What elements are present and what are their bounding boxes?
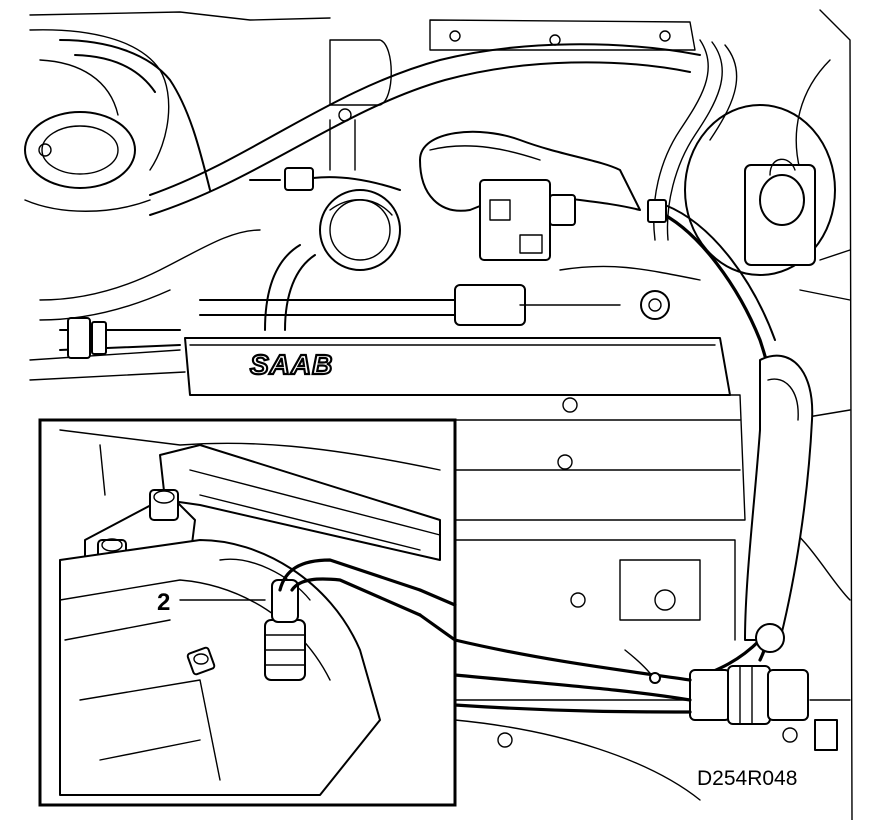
engine-bay-background [24, 9, 853, 820]
callout-2: 2 [157, 589, 170, 616]
hose [284, 254, 316, 331]
inset-detail-panel: 2 [38, 418, 457, 807]
hose [264, 244, 301, 331]
oil-filler-cap [319, 189, 401, 271]
saab-logo-text: SAAB [250, 349, 333, 380]
sensor-wire [453, 703, 692, 714]
intake-elbow [419, 130, 641, 212]
o2-sensor-harness [647, 199, 814, 682]
sensor-connector-top [249, 167, 401, 191]
harness-connector [689, 623, 809, 725]
throttle-body [479, 179, 576, 261]
sensor-wire [453, 673, 692, 702]
figure-code: D254R048 [697, 767, 797, 790]
oxygen-sensor [264, 558, 422, 681]
valve-cover: SAAB [184, 337, 746, 641]
sensor-wire [453, 638, 692, 682]
